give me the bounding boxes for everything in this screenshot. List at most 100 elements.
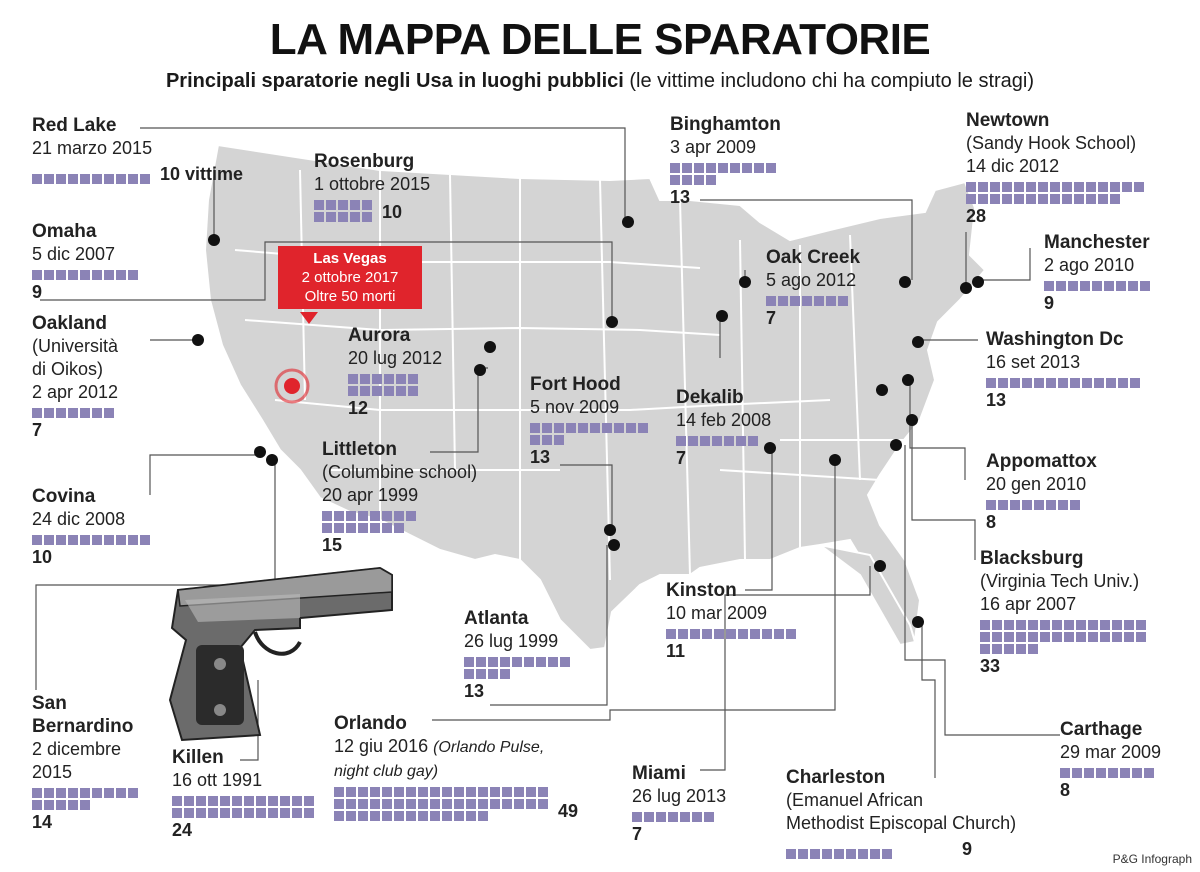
victim-square bbox=[706, 175, 716, 185]
victim-square bbox=[724, 436, 734, 446]
victim-squares bbox=[676, 436, 760, 446]
victim-square bbox=[92, 788, 102, 798]
victim-count: 13 bbox=[464, 657, 572, 701]
victim-square bbox=[1040, 632, 1050, 642]
victim-square bbox=[1074, 194, 1084, 204]
victim-square bbox=[334, 787, 344, 797]
entry-note: (Orlando Pulse, bbox=[433, 739, 545, 756]
victim-square bbox=[1072, 768, 1082, 778]
victim-square bbox=[1098, 194, 1108, 204]
victim-square bbox=[358, 787, 368, 797]
victim-total: 13 bbox=[464, 681, 485, 701]
victim-square bbox=[1046, 500, 1056, 510]
victim-square bbox=[542, 435, 552, 445]
victim-square bbox=[32, 535, 42, 545]
victim-square bbox=[1014, 182, 1024, 192]
victim-square bbox=[454, 811, 464, 821]
victim-square bbox=[1098, 182, 1108, 192]
victim-square bbox=[384, 386, 394, 396]
victim-square bbox=[92, 174, 102, 184]
entry-blacksburg: Blacksburg(Virginia Tech Univ.)16 apr 20… bbox=[980, 547, 1148, 676]
victim-square bbox=[526, 787, 536, 797]
entry-note: (Emanuel African bbox=[786, 790, 924, 810]
victim-square bbox=[554, 435, 564, 445]
victim-square bbox=[1010, 500, 1020, 510]
victim-square bbox=[208, 808, 218, 818]
victim-square bbox=[578, 423, 588, 433]
victim-square bbox=[490, 787, 500, 797]
victim-square bbox=[1132, 768, 1142, 778]
victim-square bbox=[104, 408, 114, 418]
victim-square bbox=[104, 270, 114, 280]
victim-square bbox=[244, 796, 254, 806]
victim-square bbox=[92, 270, 102, 280]
victim-square bbox=[348, 386, 358, 396]
victim-square bbox=[116, 270, 126, 280]
victim-square bbox=[990, 182, 1000, 192]
entry-place: Miami bbox=[632, 763, 686, 784]
victim-square bbox=[704, 812, 714, 822]
entry-date: 5 dic 2007 bbox=[32, 244, 116, 264]
victim-square bbox=[394, 799, 404, 809]
victim-square bbox=[1004, 644, 1014, 654]
victim-square bbox=[726, 629, 736, 639]
victim-count: 7 bbox=[676, 436, 771, 468]
victim-square bbox=[1130, 378, 1140, 388]
victim-square bbox=[104, 174, 114, 184]
victim-squares bbox=[32, 174, 152, 184]
page-title: LA MAPPA DELLE SPARATORIE bbox=[269, 15, 931, 64]
victim-square bbox=[1058, 378, 1068, 388]
victim-total: 7 bbox=[32, 420, 43, 440]
victim-square bbox=[1136, 632, 1146, 642]
victim-square bbox=[1026, 194, 1036, 204]
victim-square bbox=[676, 436, 686, 446]
entry-place: Bernardino bbox=[32, 716, 134, 737]
victim-count: 10 bbox=[32, 535, 152, 567]
victim-square bbox=[92, 535, 102, 545]
victim-square bbox=[1058, 500, 1068, 510]
entry-note: (Sandy Hook School) bbox=[966, 133, 1137, 153]
leader-lines bbox=[35, 127, 1060, 778]
entry-date: 1 ottobre 2015 bbox=[314, 174, 431, 194]
victim-square bbox=[1022, 500, 1032, 510]
entry-place: Rosenburg bbox=[314, 151, 415, 172]
victim-square bbox=[370, 523, 380, 533]
victim-square bbox=[1016, 620, 1026, 630]
victim-square bbox=[80, 270, 90, 280]
victim-square bbox=[1116, 281, 1126, 291]
victim-square bbox=[362, 212, 372, 222]
victim-square bbox=[700, 436, 710, 446]
victim-squares bbox=[980, 620, 1148, 654]
victim-square bbox=[382, 799, 392, 809]
victim-square bbox=[322, 523, 332, 533]
victim-squares bbox=[986, 378, 1142, 388]
victim-square bbox=[104, 788, 114, 798]
victim-square bbox=[980, 632, 990, 642]
victim-square bbox=[268, 808, 278, 818]
victim-square bbox=[566, 423, 576, 433]
victim-square bbox=[382, 787, 392, 797]
victim-square bbox=[394, 511, 404, 521]
victim-square bbox=[766, 163, 776, 173]
victim-square bbox=[822, 849, 832, 859]
victim-square bbox=[80, 174, 90, 184]
victim-square bbox=[430, 811, 440, 821]
entry-date: 21 marzo 2015 bbox=[32, 138, 153, 158]
entry-date: 20 gen 2010 bbox=[986, 474, 1087, 494]
victim-square bbox=[778, 296, 788, 306]
victim-square bbox=[1122, 182, 1132, 192]
victim-square bbox=[314, 212, 324, 222]
victim-square bbox=[346, 523, 356, 533]
victim-square bbox=[384, 374, 394, 384]
victim-square bbox=[406, 511, 416, 521]
florida bbox=[819, 544, 917, 647]
victim-square bbox=[476, 669, 486, 679]
victim-square bbox=[1112, 632, 1122, 642]
entry-note: night club gay) bbox=[334, 763, 439, 780]
victim-square bbox=[990, 194, 1000, 204]
victim-squares bbox=[32, 788, 140, 810]
victim-square bbox=[762, 629, 772, 639]
